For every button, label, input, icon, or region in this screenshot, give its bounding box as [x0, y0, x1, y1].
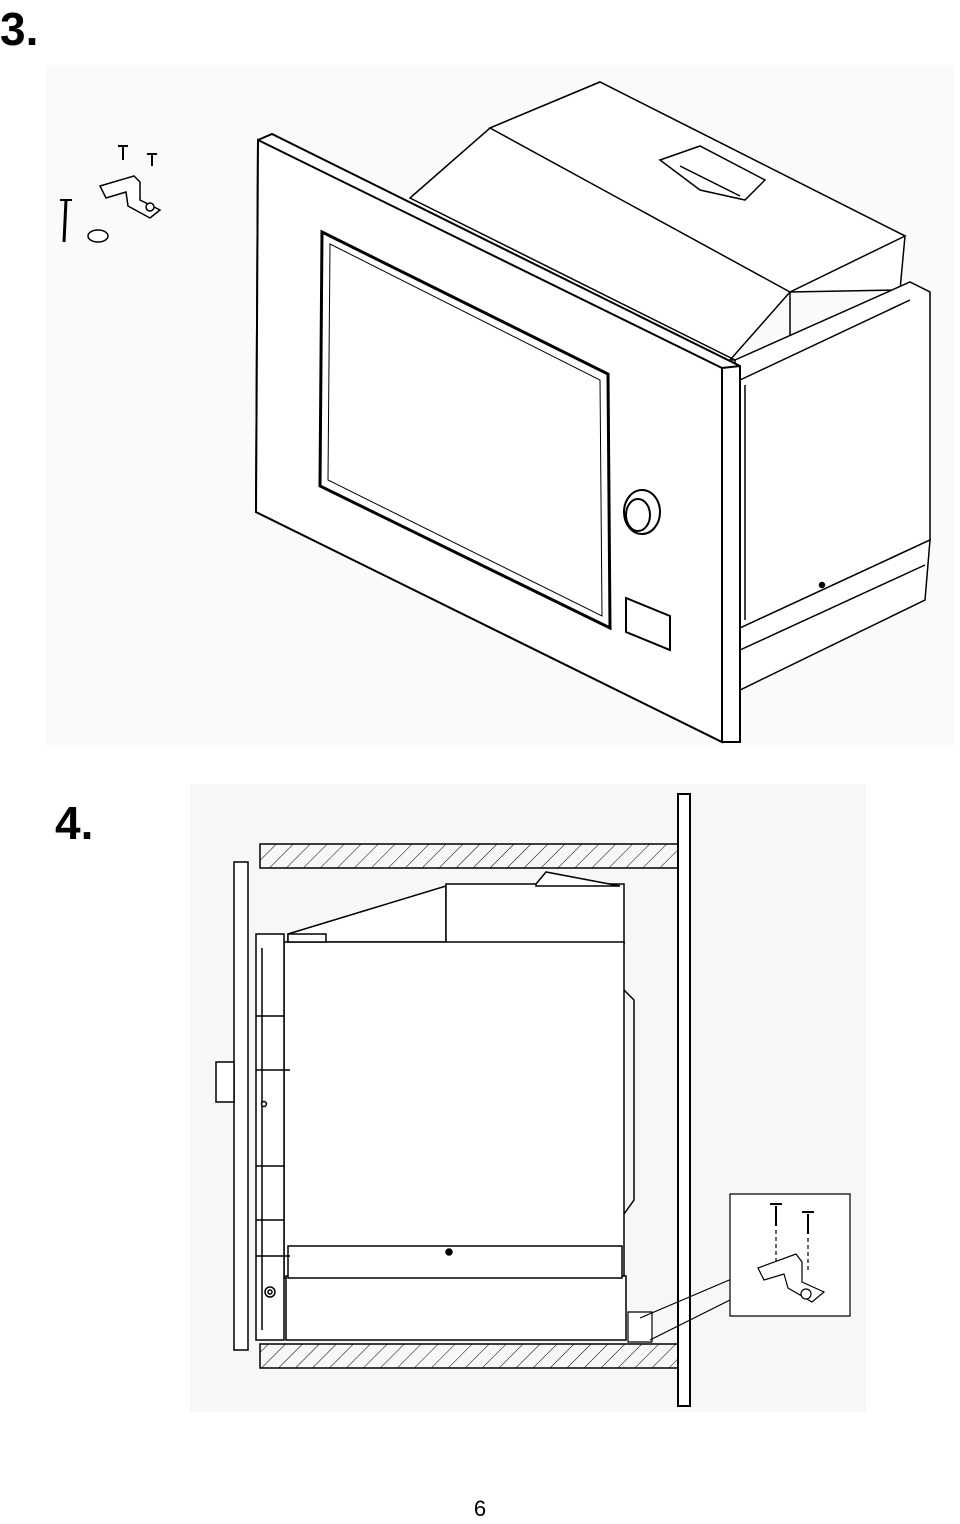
fixing-kit-icon [60, 146, 160, 242]
page-number: 6 [473, 1496, 487, 1521]
rear-bracket-callout [628, 1194, 850, 1342]
step-4-number: 4. [55, 797, 94, 849]
front-frame [216, 862, 248, 1350]
cabinet-back-wall [678, 794, 690, 1406]
microwave-body [410, 82, 930, 690]
figure-cabinet-cross-section [190, 784, 866, 1412]
cabinet-shelves [260, 844, 678, 1368]
step-3-number: 3. [0, 3, 39, 55]
figure-microwave-isometric [45, 65, 955, 745]
microwave-front-frame [256, 134, 740, 742]
microwave-body-side [256, 872, 634, 1340]
